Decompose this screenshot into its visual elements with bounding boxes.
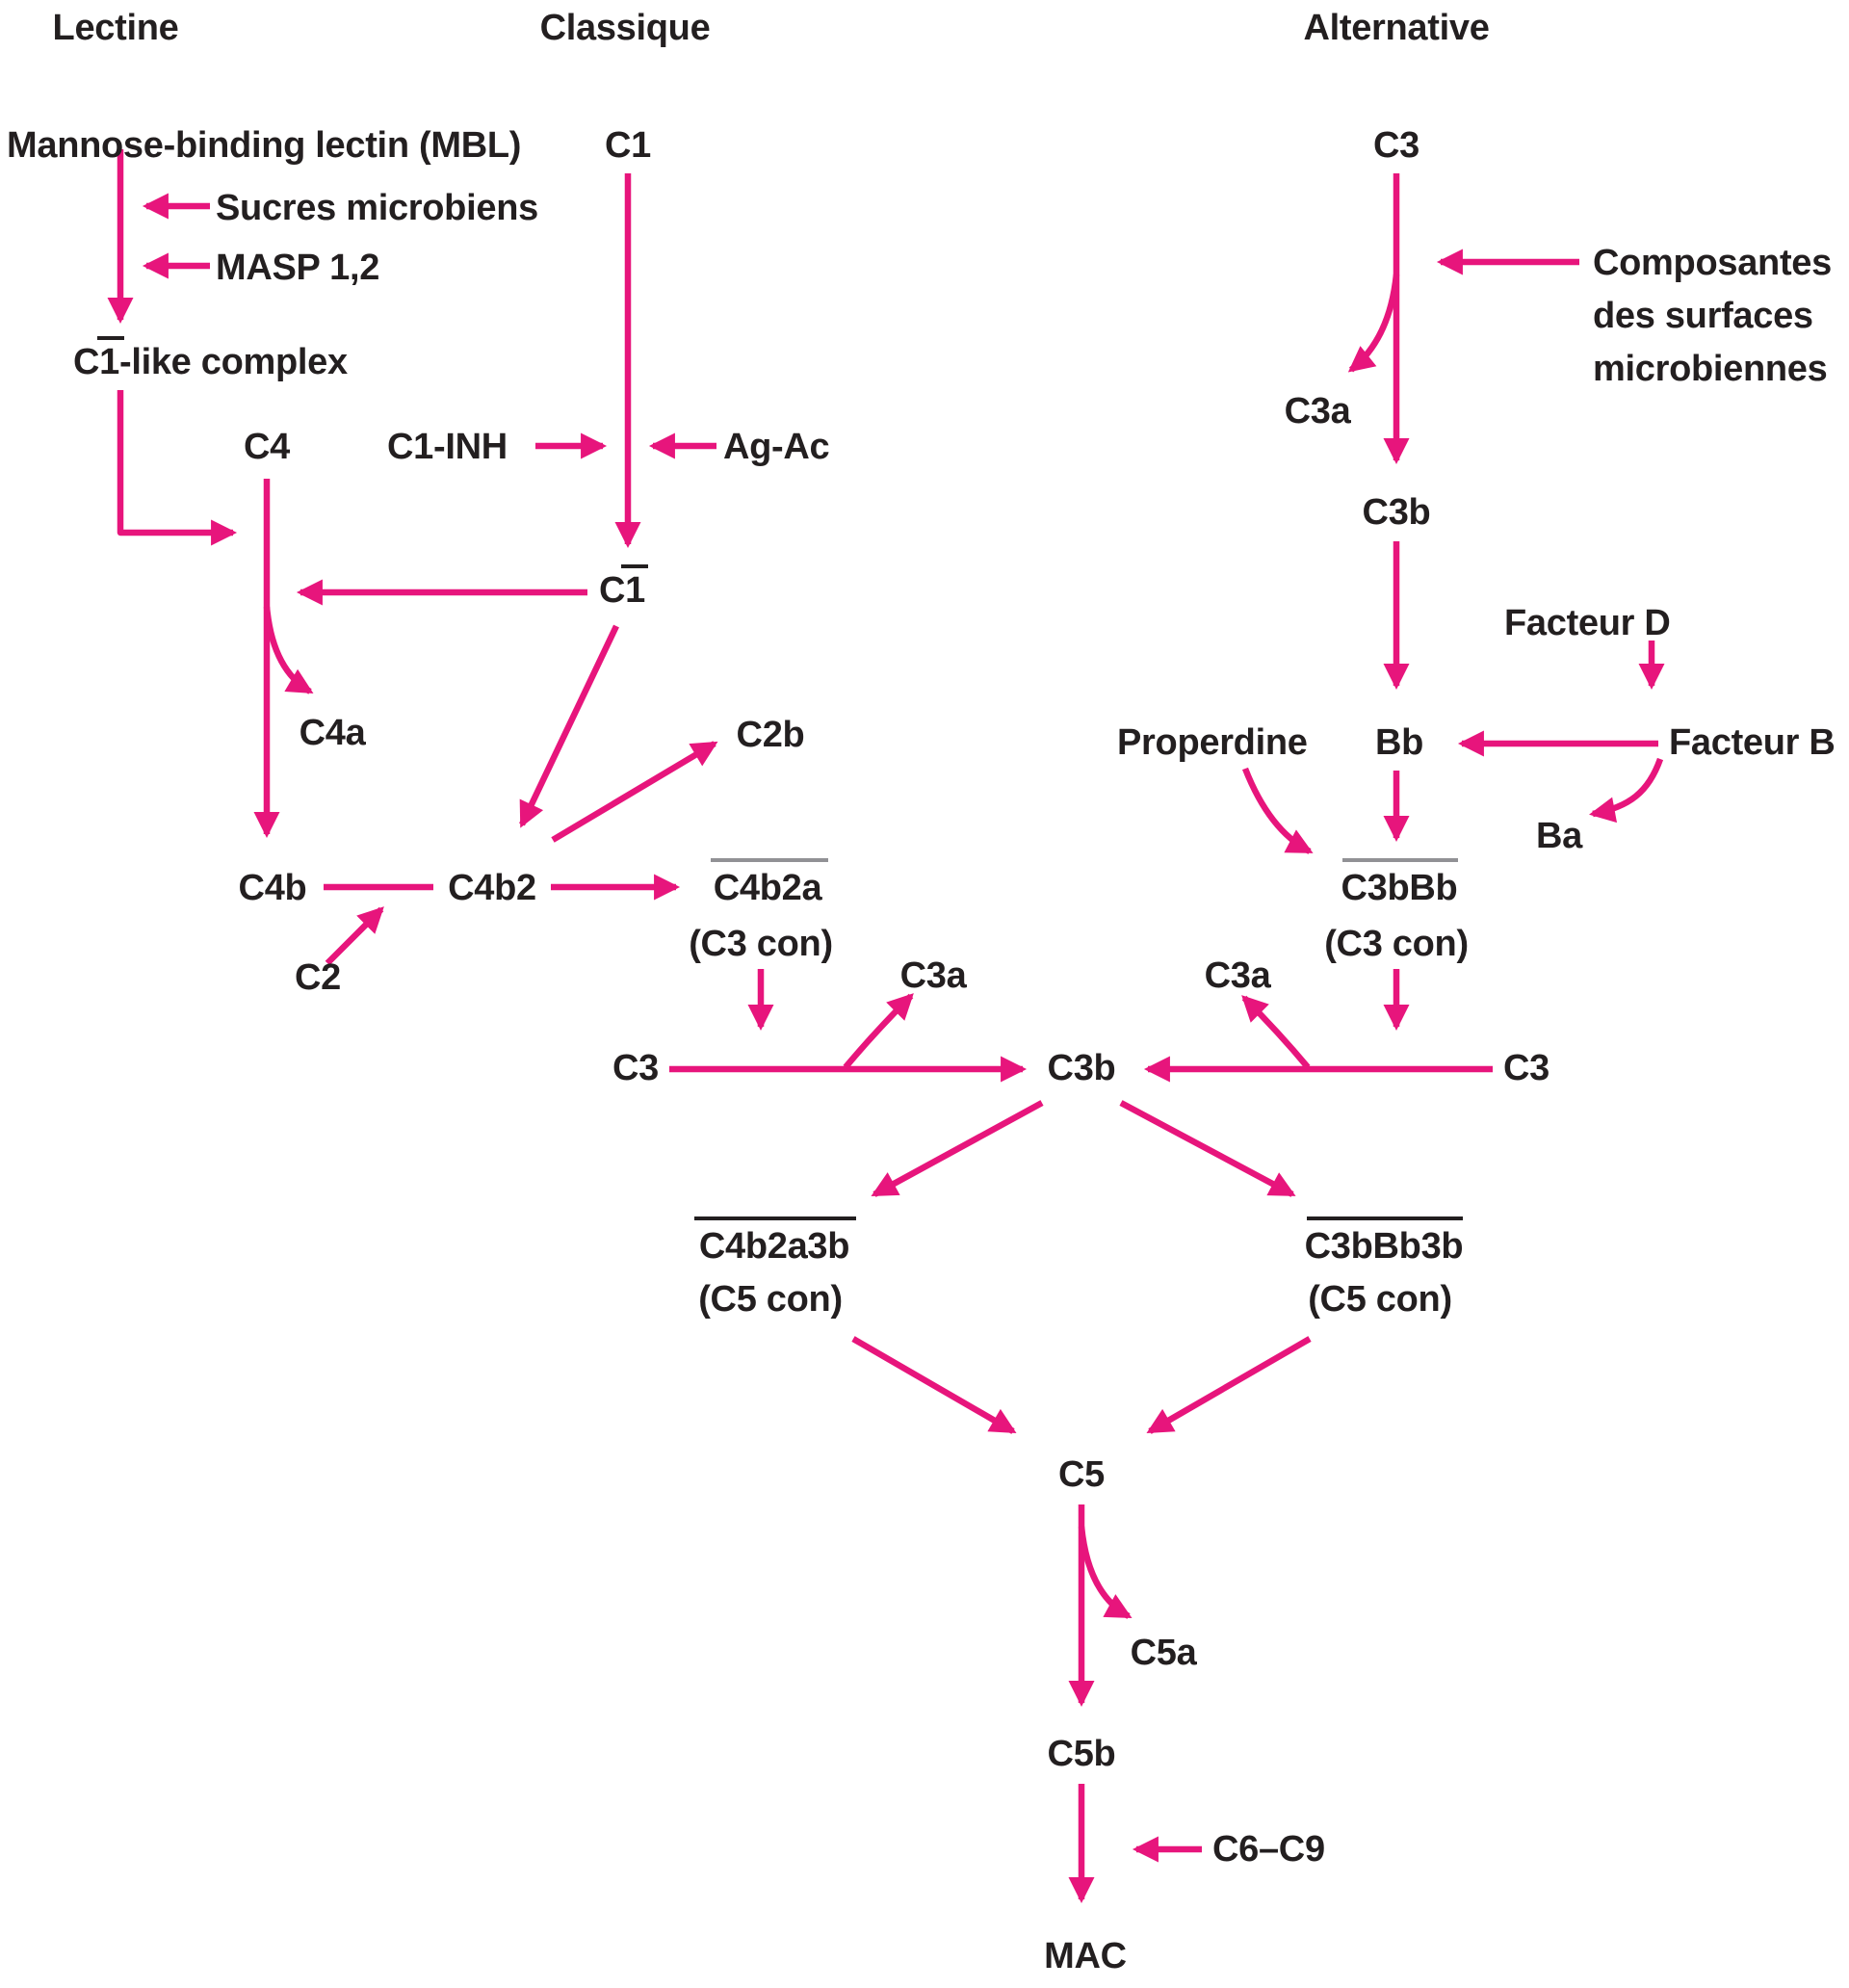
node-c2: C2: [295, 957, 341, 998]
node-mbl: Mannose-binding lectin (MBL): [7, 125, 522, 166]
overbar-c1-like: [97, 336, 124, 340]
node-c3-left: C3: [612, 1048, 659, 1088]
arrow-properdine: [1241, 767, 1314, 854]
arrow-c5a-branch: [1078, 1526, 1133, 1619]
node-c5: C5: [1058, 1454, 1105, 1495]
node-c3bbb3b: C3bBb3b: [1304, 1226, 1464, 1267]
node-bb: Bb: [1374, 722, 1424, 763]
arrow-facteur-b-to-ba: [1589, 757, 1664, 824]
arrow-c1like-to-c4: [117, 390, 238, 546]
arrow-c3b-to-c3bbb3b: [1119, 1100, 1296, 1197]
overbar-c3bbb: [1342, 858, 1458, 862]
arrow-c4b2a3b-to-c5: [851, 1336, 1017, 1434]
node-c1-like-complex: C1-like complex: [73, 342, 348, 382]
overbar-c3bbb3b: [1307, 1216, 1463, 1220]
node-c3a-left: C3a: [899, 955, 967, 996]
node-c5b: C5b: [1047, 1734, 1116, 1774]
node-masp: MASP 1,2: [216, 248, 380, 288]
overbar-c4b2a3b: [694, 1216, 856, 1220]
node-c4: C4: [244, 427, 290, 467]
node-c6-c9: C6–C9: [1212, 1829, 1325, 1870]
arrow-c3b-to-c4b2a3b: [871, 1100, 1044, 1197]
node-ba: Ba: [1536, 816, 1582, 856]
node-c3a-alternative: C3a: [1284, 391, 1351, 432]
node-c5-convertase-classical: (C5 con): [698, 1279, 843, 1320]
overbar-c1-activated: [621, 564, 648, 568]
node-c4b: C4b: [238, 868, 307, 908]
node-c4b2a3b: C4b2a3b: [698, 1226, 850, 1267]
node-c3-right: C3: [1503, 1048, 1550, 1088]
node-c4b2a: C4b2a: [713, 868, 822, 908]
pathway-header-classique: Classique: [539, 8, 711, 48]
arrow-c3bbb3b-to-c5: [1146, 1336, 1312, 1434]
node-sucres: Sucres microbiens: [216, 188, 538, 228]
pathway-header-alternative: Alternative: [1303, 8, 1490, 48]
arrow-c4b2-to-c2b: [551, 741, 718, 843]
node-c4a: C4a: [299, 713, 366, 753]
node-c3bbb: C3bBb: [1341, 868, 1458, 908]
arrow-c1bar-to-c4b2: [519, 624, 619, 828]
node-c1-inh: C1-INH: [387, 427, 508, 467]
node-c3b-center: C3b: [1047, 1048, 1116, 1088]
node-facteur-d: Facteur D: [1504, 603, 1671, 643]
node-c1-top: C1: [605, 125, 651, 166]
arrow-c4a-branch: [263, 606, 314, 694]
node-c5a: C5a: [1130, 1633, 1197, 1673]
node-facteur-b: Facteur B: [1669, 722, 1836, 763]
arrow-c3a-branch-alternative: [1347, 274, 1400, 373]
node-c2b: C2b: [736, 715, 805, 755]
node-c1-activated: C1: [599, 570, 645, 611]
node-c3-top-alternative: C3: [1373, 125, 1419, 166]
node-composantes: Composantes des surfaces microbiennes: [1593, 243, 1832, 389]
pathway-header-lectine: Lectine: [52, 8, 179, 48]
arrow-c2-up: [325, 906, 384, 966]
node-ag-ac: Ag-Ac: [723, 427, 830, 467]
node-c4b2: C4b2: [448, 868, 536, 908]
node-properdine: Properdine: [1117, 722, 1308, 763]
overbar-c4b2a: [711, 858, 828, 862]
node-mac: MAC: [1044, 1936, 1127, 1976]
node-c5-convertase-alternative: (C5 con): [1308, 1279, 1452, 1320]
node-c3a-right: C3a: [1204, 955, 1271, 996]
arrow-c3a-branch-right: [1241, 995, 1311, 1070]
node-c3-convertase-alternative: (C3 con): [1324, 924, 1469, 964]
node-c3-convertase-classical: (C3 con): [689, 924, 833, 964]
arrow-c3a-branch-left: [843, 993, 914, 1070]
node-c3b-alternative: C3b: [1362, 492, 1431, 533]
